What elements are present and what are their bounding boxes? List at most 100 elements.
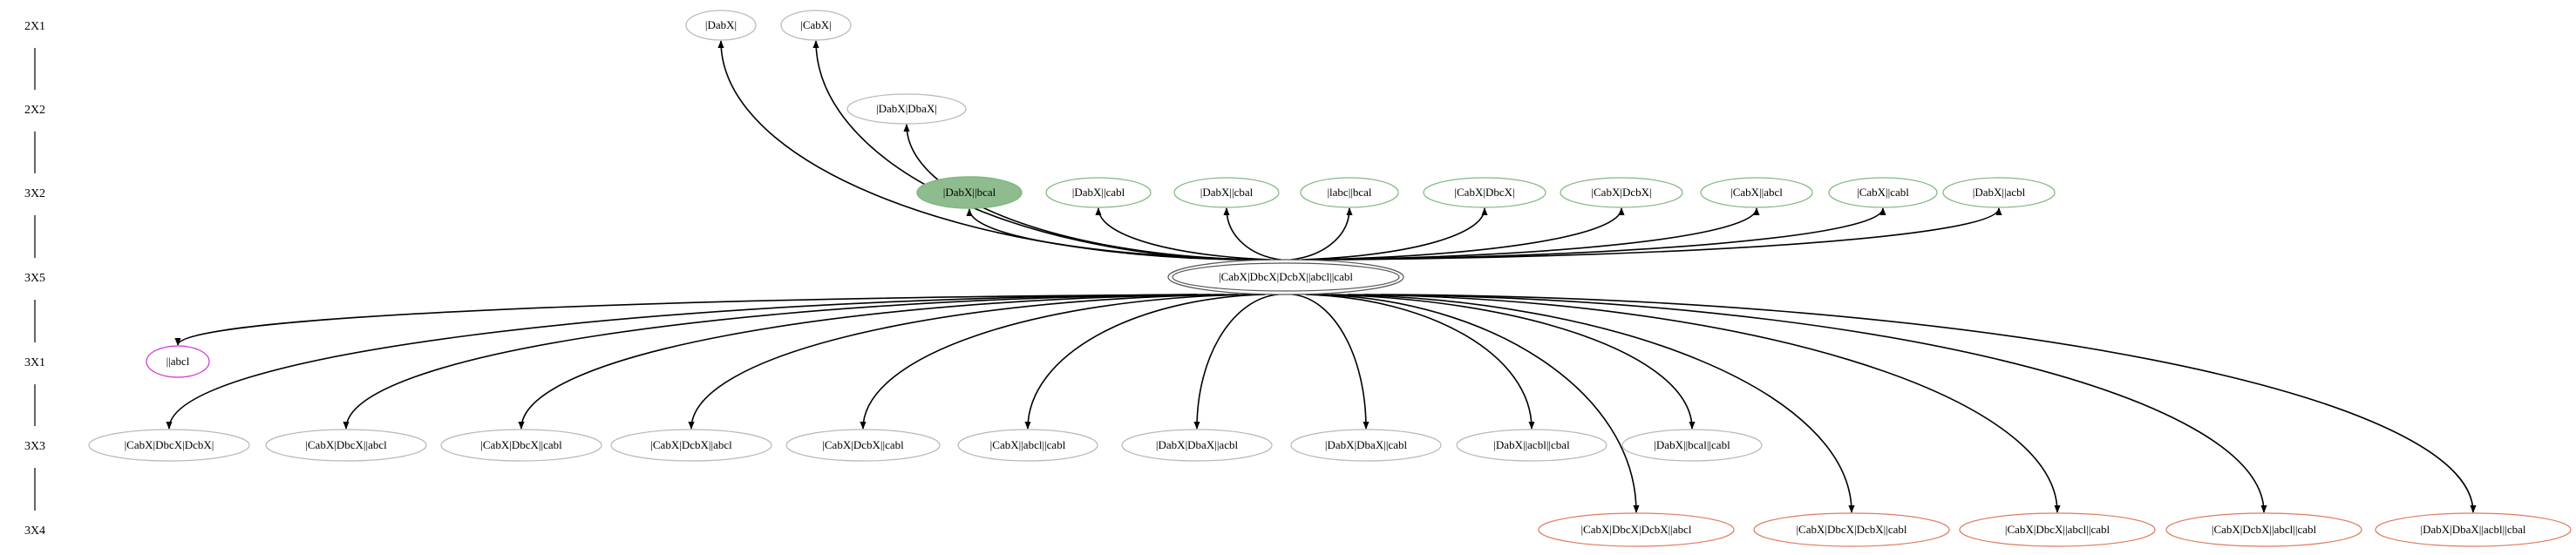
edge-n13-n20 [1024,294,1266,430]
node-ellipse [1300,177,1399,208]
state-node[interactable]: |DabX||bcal [916,176,1023,209]
node-label: |CabX|DbcX||abcl||cabl [2005,523,2110,536]
state-node[interactable]: |labc||bcal [1300,177,1399,208]
edge-n13-n29 [1380,294,2477,513]
node-label: |CabX|DbcX|DcbX||abcl [1580,523,1691,536]
node-ellipse [88,429,250,462]
state-node[interactable]: |CabX|DbcX||cabl [440,429,602,462]
node-label: |CabX| [800,18,832,31]
node-label: |CabX|DbcX|DcbX| [125,438,214,451]
node-ellipse [610,429,772,462]
node-ellipse [846,93,967,125]
node-inner-ellipse [1172,262,1400,292]
state-node[interactable]: |DabX||bcal||cabl [1621,429,1763,462]
node-ellipse [1456,429,1607,462]
node-ellipse [1423,177,1546,208]
node-label: |CabX|DbcX| [1454,186,1514,199]
row-label-3x2: 3X2 [24,187,45,200]
node-label: ||abcl [167,355,190,368]
node-ellipse [916,176,1023,209]
state-node[interactable]: |CabX||abcl||cabl [957,429,1098,462]
edge-n13-n25 [1314,294,1640,513]
node-ellipse [1621,429,1763,462]
edge-n13-n10 [1323,207,1760,261]
state-node[interactable]: |DabX| [685,10,757,41]
node-ellipse [1121,429,1273,462]
edge-n13-n14 [174,294,1198,346]
state-node[interactable]: |DabX|DbaX||acbl||cbal [2375,512,2572,547]
edge-n13-n26 [1330,294,1855,513]
edge-n13-n8 [1302,207,1488,261]
edge-n13-n17 [518,294,1225,430]
node-layer: |DabX| |CabX| |DabX|DbaX| |DabX||bcal |DabX|… [88,10,2572,547]
node-ellipse [440,429,602,462]
edge-n13-n24 [1318,294,1696,430]
node-ellipse [1828,177,1938,208]
edge-n13-n28 [1363,294,2267,513]
edge-n13-n6 [1223,207,1281,261]
edge-n13-n19 [860,294,1253,430]
edge-n13-n27 [1347,294,2061,513]
state-node[interactable]: |CabX||cabl [1828,177,1938,208]
row-label-2x1: 2X1 [24,20,45,33]
node-ellipse [1753,512,1950,547]
node-label: |DabX||acbl [1973,186,2026,199]
node-label: |DabX||bcal||cabl [1654,438,1730,451]
node-label: |labc||bcal [1327,186,1371,199]
node-label: |DabX||cabl [1072,186,1125,199]
node-label: |CabX||abcl [1730,186,1783,199]
state-node[interactable]: |CabX|DbcX||abcl [265,429,427,462]
edge-n13-n3 [903,124,1256,261]
node-ellipse [1173,177,1280,208]
node-label: |DabX||acbl||cbal [1493,438,1570,451]
node-ellipse [785,429,941,462]
node-ellipse [1290,429,1442,462]
state-node[interactable]: |DabX|DbaX||acbl [1121,429,1273,462]
edge-layer [166,40,2477,513]
edge-n13-n16 [343,294,1211,430]
node-label: |CabX|DcbX| [1591,186,1651,199]
edge-n13-n5 [1095,207,1271,261]
edge-n13-n18 [688,294,1239,430]
row-label-3x1: 3X1 [24,356,45,369]
node-label: |CabX|DbcX||abcl [305,438,387,451]
state-node[interactable]: |CabX| [780,10,852,41]
state-node[interactable]: |CabX|DbcX||abcl||cabl [1959,512,2156,547]
edge-n13-n23 [1305,294,1535,430]
node-ellipse [265,429,427,462]
state-node[interactable]: |DabX||acbl||cbal [1456,429,1607,462]
node-ellipse [2375,512,2572,547]
state-node[interactable]: ||abcl [146,345,210,378]
state-node[interactable]: |DabX||cbal [1173,177,1280,208]
node-label: |DabX|DbaX||acbl [1156,438,1239,451]
edge-n13-n12 [1342,207,2002,261]
state-node[interactable]: |CabX|DcbX||cabl [785,429,941,462]
node-label: |DabX|DbaX||cabl [1325,438,1408,451]
state-node[interactable]: |CabX|DbcX| [1423,177,1546,208]
node-ellipse [685,10,757,41]
node-label: |CabX|DbcX|DcbX||cabl [1796,523,1907,536]
state-node[interactable]: |DabX|DbaX||cabl [1290,429,1442,462]
state-node[interactable]: |CabX|DbcX|DcbX||abcl [1538,512,1735,547]
node-ellipse [1045,177,1152,208]
state-node[interactable]: |CabX|DcbX| [1560,177,1683,208]
state-node[interactable]: |CabX|DcbX||abcl||cabl [2165,512,2362,547]
edge-n13-n15 [166,294,1197,430]
state-node[interactable]: |CabX|DbcX|DcbX||cabl [1753,512,1950,547]
edge-n13-n22 [1292,294,1370,430]
row-label-3x5: 3X5 [24,272,45,285]
state-node[interactable]: |CabX||abcl [1700,177,1813,208]
state-node[interactable]: |DabX|DbaX| [846,93,967,125]
state-node[interactable]: |DabX||acbl [1942,177,2056,208]
state-node[interactable]: |CabX|DbcX|DcbX| [88,429,250,462]
state-node[interactable]: |CabX|DcbX||abcl [610,429,772,462]
edge-n13-n1 [717,40,1241,261]
state-node[interactable]: |DabX||cabl [1045,177,1152,208]
state-node[interactable]: |CabX|DbcX|DcbX||abcl||cabl [1167,259,1404,295]
node-label: |DabX| [705,18,737,31]
row-label-2x2: 2X2 [24,104,45,117]
edge-n13-n7 [1290,207,1353,261]
row-label-3x3: 3X3 [24,440,45,453]
node-ellipse [957,429,1098,462]
